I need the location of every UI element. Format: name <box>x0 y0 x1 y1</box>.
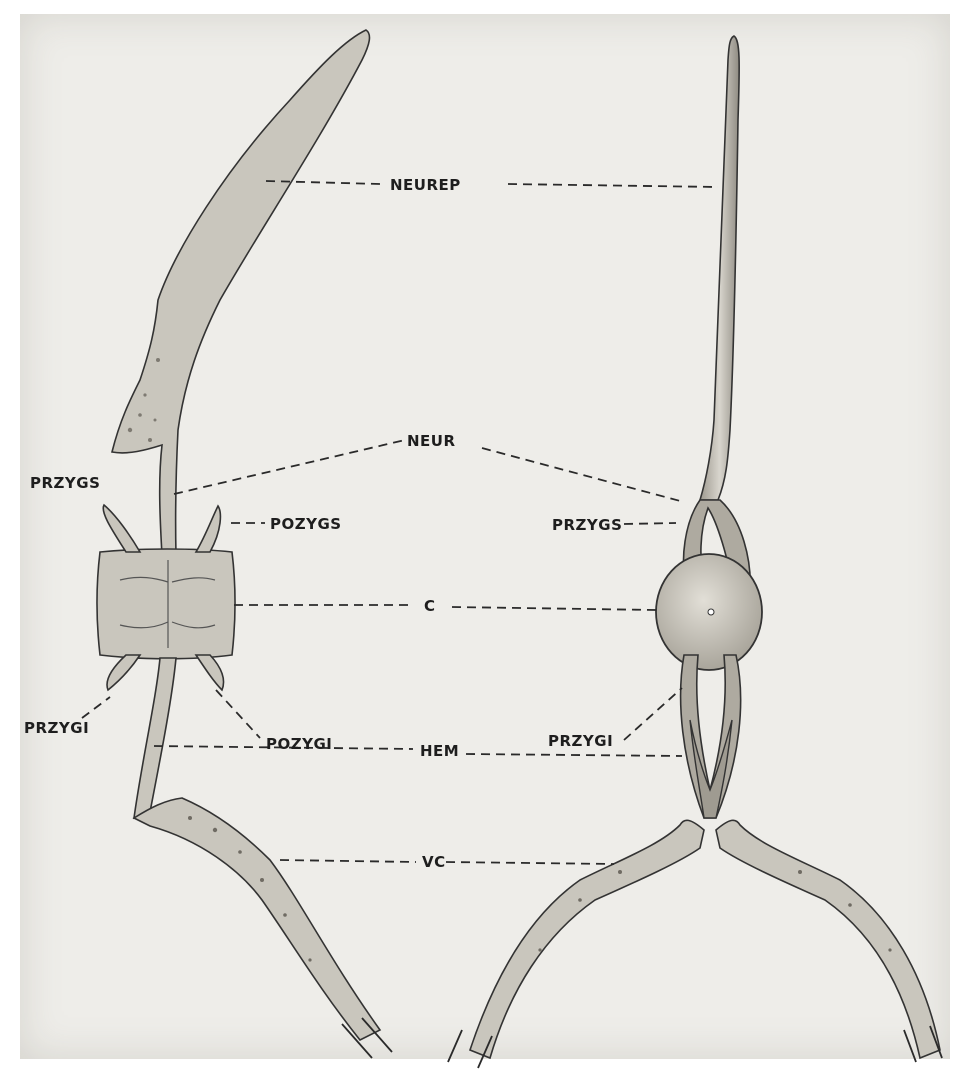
frontal-view-vertebra <box>448 36 942 1068</box>
lateral-hemal-spine <box>134 658 176 818</box>
leader-c-right <box>452 607 656 610</box>
label-vc: VC <box>422 853 446 871</box>
lateral-prezygapophysis-inferior <box>107 655 140 690</box>
lateral-ventral-rib <box>134 798 380 1040</box>
lateral-prezygapophysis-superior <box>103 505 140 552</box>
label-przygs-left: PRZYGS <box>30 474 100 492</box>
label-pozygi: POZYGI <box>266 735 332 753</box>
frontal-ventral-rib-left <box>470 820 704 1058</box>
label-przygi-left: PRZYGI <box>24 719 89 737</box>
leader-przygi-left <box>82 697 110 718</box>
frontal-notochord-pit <box>708 609 714 615</box>
label-pozygs: POZYGS <box>270 515 342 533</box>
label-przygi-right: PRZYGI <box>548 732 613 750</box>
leader-przygi-right <box>624 688 682 740</box>
lateral-view-vertebra <box>97 30 392 1058</box>
lateral-postzygapophysis-superior <box>196 506 220 552</box>
leader-neur-right <box>482 448 684 502</box>
label-c: C <box>424 597 436 615</box>
label-przygs-right: PRZYGS <box>552 516 622 534</box>
frontal-ventral-rib-right <box>716 820 940 1058</box>
frontal-neural-spine <box>700 36 739 500</box>
label-hem: HEM <box>420 742 459 760</box>
leader-neur-left <box>174 440 405 494</box>
leader-neurep-right <box>508 184 718 187</box>
leader-vc-left <box>280 860 416 862</box>
leader-vc-right <box>446 862 614 864</box>
label-neurep: NEUREP <box>390 176 461 194</box>
frontal-cut-mark-1 <box>448 1030 462 1062</box>
leader-przygs-right <box>624 523 676 524</box>
lateral-centrum <box>97 549 235 659</box>
leader-hem-right <box>466 754 682 756</box>
label-neur: NEUR <box>407 432 456 450</box>
leader-pozygi <box>216 690 260 738</box>
lateral-postzygapophysis-inferior <box>196 655 224 690</box>
lateral-neural-spine <box>112 30 369 555</box>
